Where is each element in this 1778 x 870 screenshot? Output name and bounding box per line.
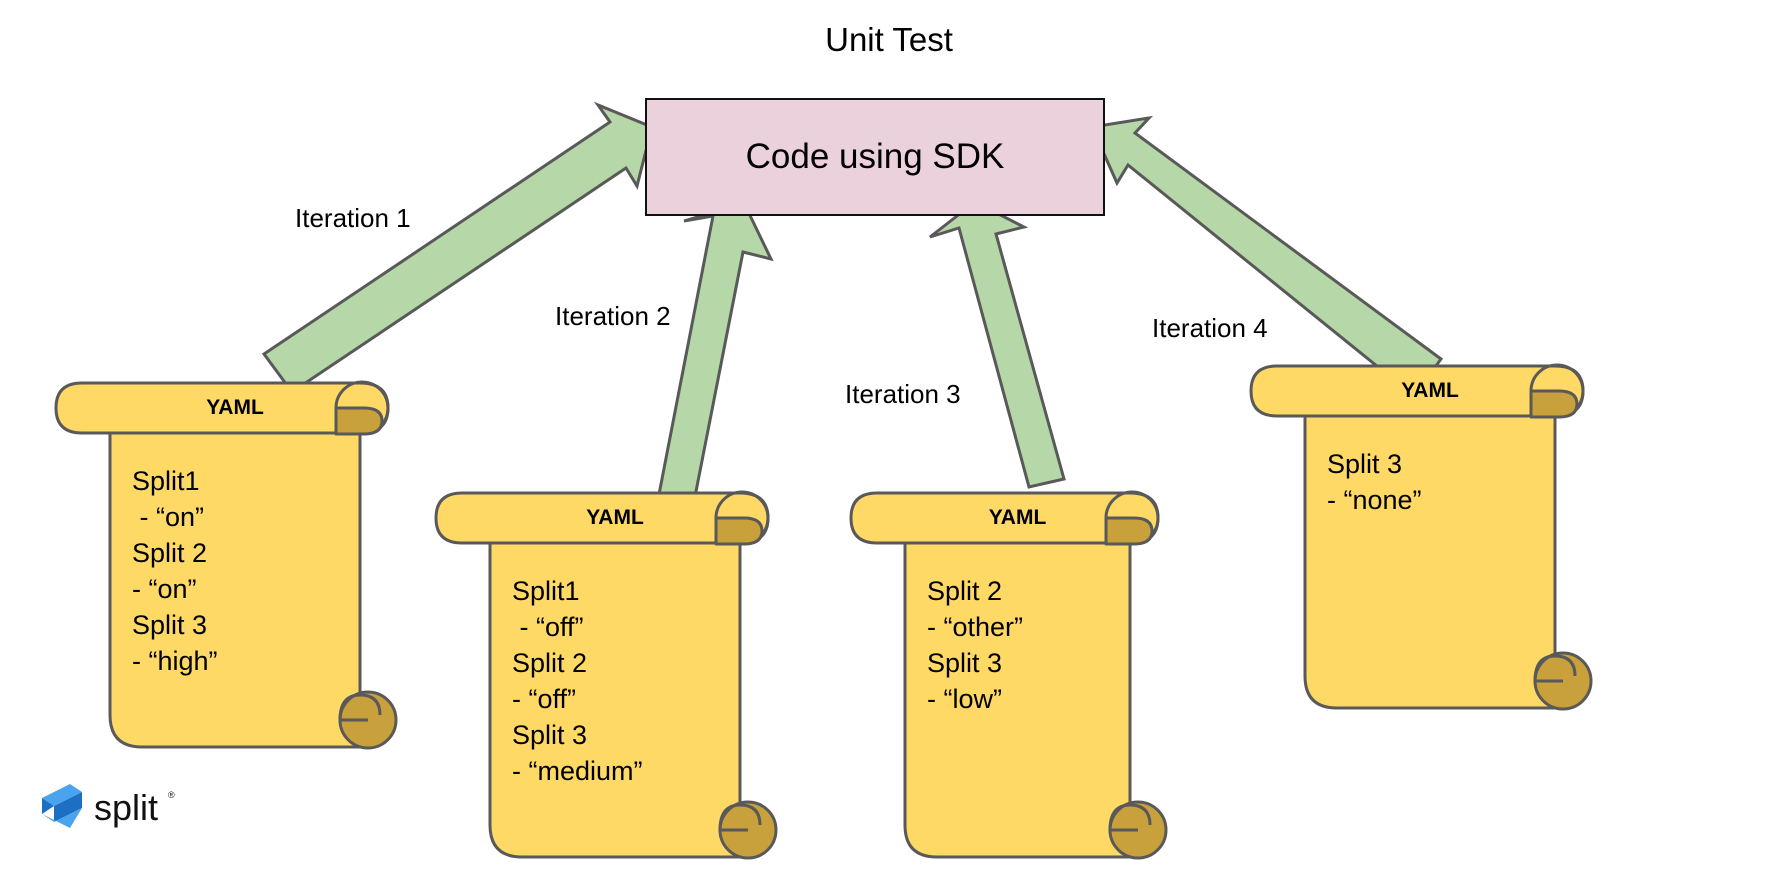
edge-label-iteration-3: Iteration 3 [845, 379, 961, 409]
scroll-title: YAML [586, 506, 644, 529]
scroll-body-text: Split 3 - “none” [1327, 449, 1422, 515]
edge-label-iteration-2: Iteration 2 [555, 301, 671, 331]
split-wordmark: split [94, 787, 158, 828]
yaml-scroll-3[interactable]: YAML Split 2 - “other” Split 3 - “low” [849, 485, 1168, 870]
scroll-body-text: Split1 - “off” Split 2 - “off” Split 3 -… [512, 576, 643, 786]
arrow-iteration-3-shape [929, 200, 1066, 489]
scroll-shape [434, 490, 778, 860]
scroll-title: YAML [1401, 379, 1459, 402]
edge-label-iteration-1: Iteration 1 [295, 203, 411, 233]
arrow-iteration-4 [1089, 115, 1444, 399]
split-logo-icon: split ® [42, 784, 175, 828]
arrow-iteration-2 [653, 201, 774, 524]
page-title: Unit Test [825, 21, 953, 58]
split-trademark: ® [168, 790, 175, 800]
scroll-shape [1249, 363, 1593, 711]
scroll-title: YAML [206, 396, 264, 419]
scroll-body-text: Split1 - “on” Split 2 - “on” Split 3 - “… [132, 466, 218, 676]
scroll-shape [54, 380, 398, 750]
scroll-shape [849, 490, 1168, 860]
split-logo: split ® [36, 778, 186, 834]
yaml-scroll-4[interactable]: YAML Split 3 - “none” [1249, 358, 1593, 758]
sdk-box-label: Code using SDK [745, 137, 1005, 176]
scroll-title: YAML [988, 506, 1047, 529]
scroll-body-text: Split 2 - “other” Split 3 - “low” [927, 576, 1024, 714]
yaml-scroll-1[interactable]: YAML Split1 - “on” Split 2 - “on” Split … [54, 375, 400, 750]
arrow-iteration-1 [261, 101, 654, 395]
edge-label-iteration-4: Iteration 4 [1152, 313, 1268, 343]
yaml-scroll-2[interactable]: YAML Split1 - “off” Split 2 - “off” Spli… [434, 485, 778, 870]
sdk-box[interactable]: Code using SDK [645, 98, 1105, 216]
